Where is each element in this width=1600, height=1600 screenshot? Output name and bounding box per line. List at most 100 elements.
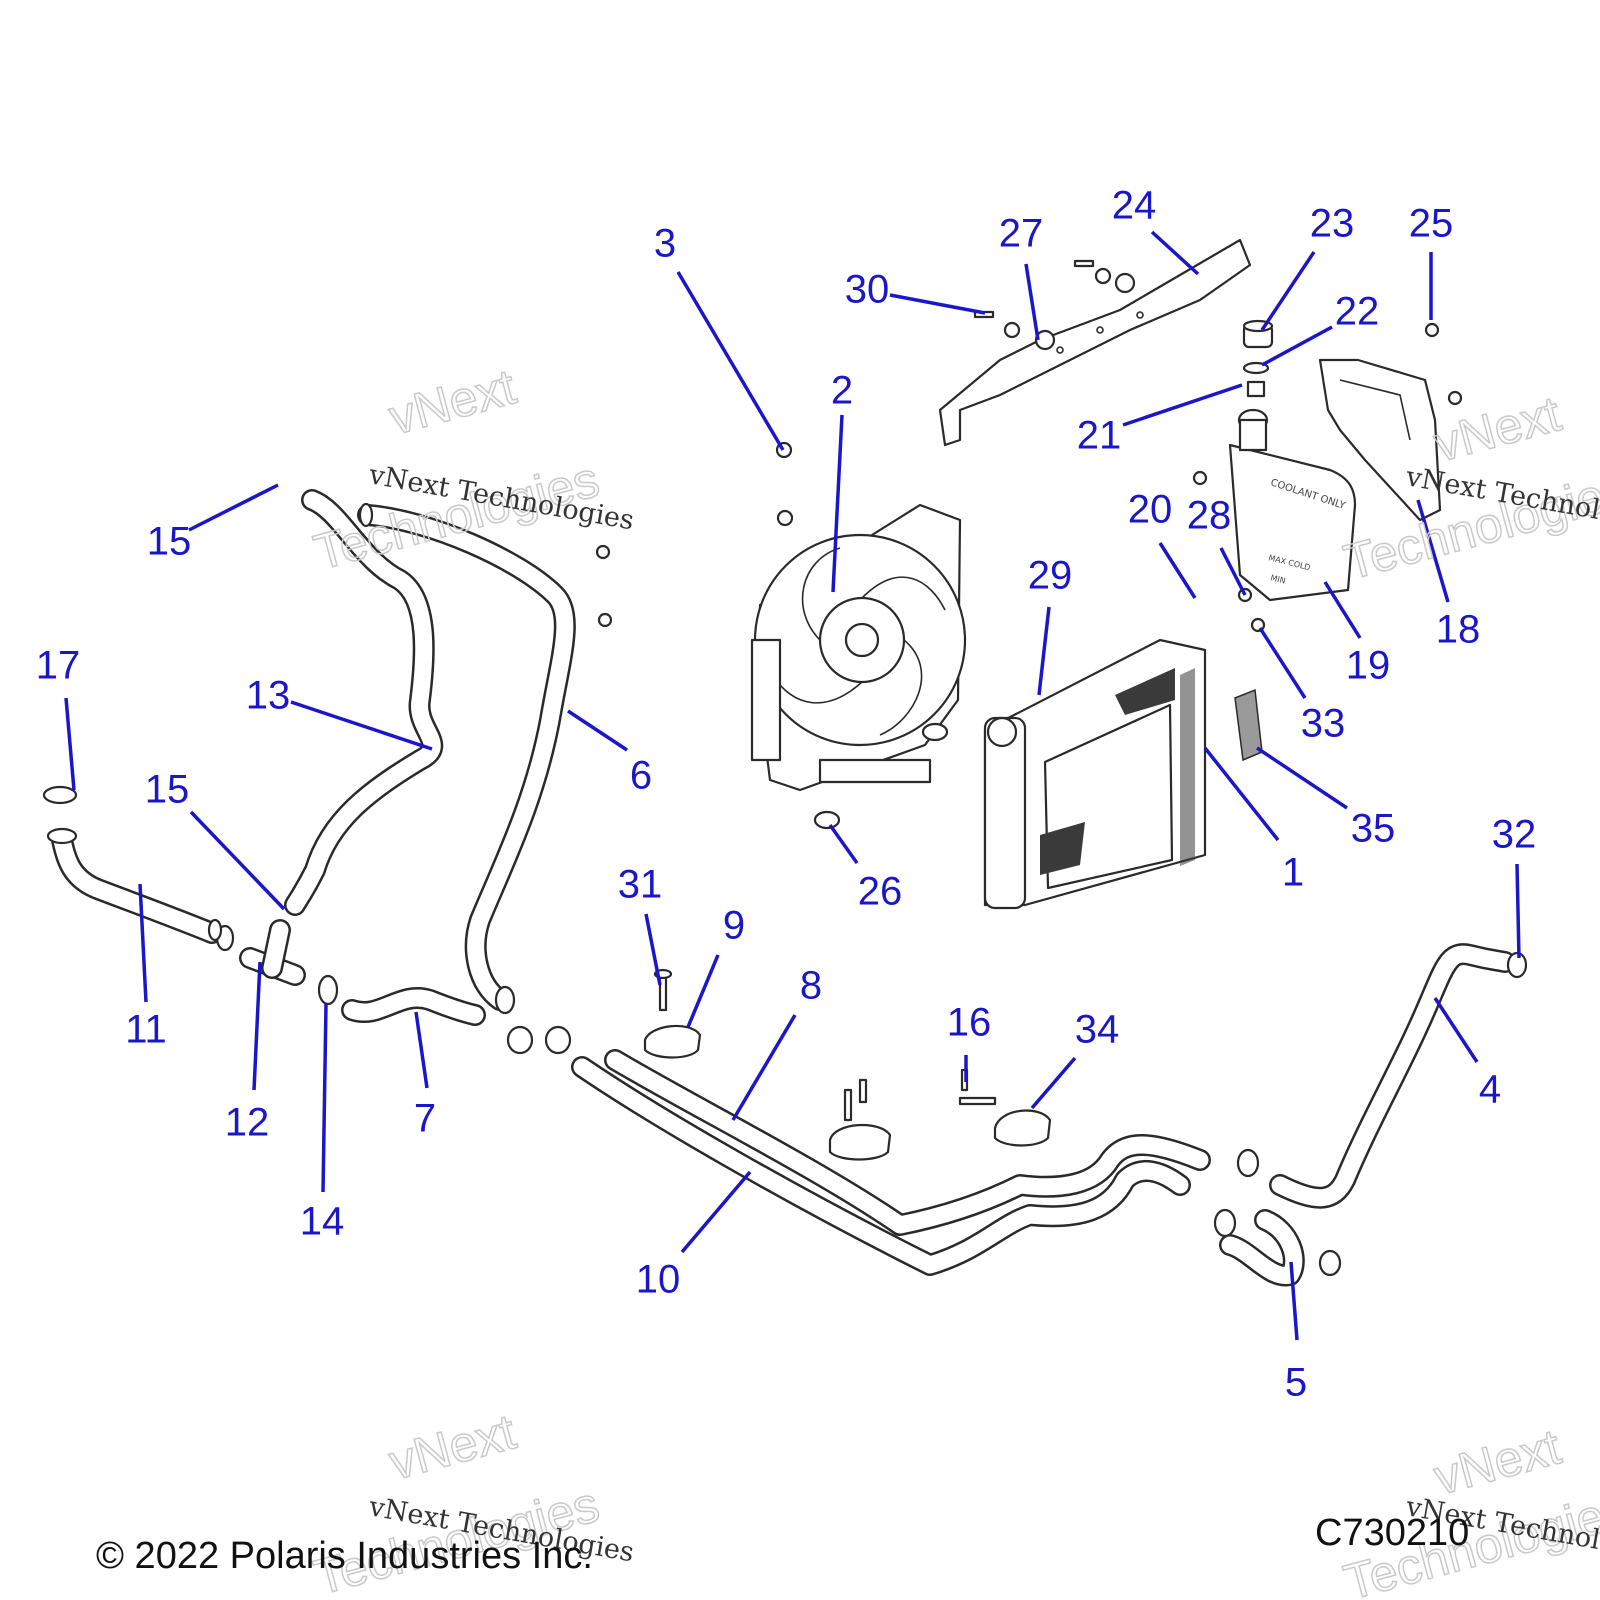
hose-11 xyxy=(46,827,223,944)
leader-line-31 xyxy=(644,913,662,986)
cap-parts xyxy=(1242,319,1274,398)
callout-label-3: 3 xyxy=(654,222,676,266)
leader-line-35 xyxy=(1256,746,1348,810)
leader-line-34 xyxy=(1030,1056,1077,1110)
clip-9 xyxy=(643,968,702,1059)
callout-label-4: 4 xyxy=(1479,1068,1501,1112)
leader-line-22 xyxy=(1261,325,1333,367)
watermark-bottom-right: vNext Technologies vNext Technologies xyxy=(1338,1418,1600,1600)
leader-line-11 xyxy=(138,883,148,1003)
callout-label-35: 35 xyxy=(1351,807,1396,851)
callout-label-11: 11 xyxy=(125,1008,167,1052)
reservoir-19: COOLANT ONLY MAX COLD MIN xyxy=(1228,408,1357,602)
leader-line-10 xyxy=(680,1170,752,1254)
leader-line-32 xyxy=(1515,863,1521,959)
leader-line-21 xyxy=(1122,383,1243,427)
callout-label-30: 30 xyxy=(845,268,890,312)
bracket-18 xyxy=(1318,358,1442,522)
callout-label-18: 18 xyxy=(1436,608,1481,652)
callout-label-15: 15 xyxy=(145,768,190,812)
leader-line-18 xyxy=(1416,499,1450,603)
part-artwork: COOLANT ONLY MAX COLD MIN xyxy=(42,238,1528,1287)
leader-line-20 xyxy=(1158,542,1197,599)
callout-label-15: 15 xyxy=(147,520,192,564)
leader-line-17 xyxy=(64,697,76,791)
hose-5 xyxy=(1213,1208,1342,1287)
leader-line-15 xyxy=(188,483,279,532)
callout-label-12: 12 xyxy=(225,1101,270,1145)
clamp-6-end xyxy=(494,985,516,1015)
fan-assembly-2 xyxy=(750,503,967,792)
leader-line-1 xyxy=(1203,746,1280,842)
hose-7 xyxy=(341,987,486,1026)
figure-code: C730210 xyxy=(1315,1512,1469,1554)
leader-line-12 xyxy=(252,961,262,1091)
hose-6 xyxy=(357,502,576,1011)
callout-labels: 1234567891011121314151516171819202122232… xyxy=(36,184,1537,1405)
leader-line-9 xyxy=(686,954,720,1028)
callout-label-1: 1 xyxy=(1282,851,1304,895)
callout-label-14: 14 xyxy=(300,1200,345,1244)
watermark-word-1: vNext xyxy=(383,358,521,445)
leader-line-28 xyxy=(1219,547,1247,596)
copyright-text: © 2022 Polaris Industries Inc. xyxy=(96,1535,593,1577)
watermark-word-1: vNext xyxy=(383,1403,521,1490)
callout-label-6: 6 xyxy=(630,754,652,798)
tee-12 xyxy=(239,919,306,986)
callout-label-33: 33 xyxy=(1301,702,1346,746)
tube-20 xyxy=(980,595,1241,717)
leader-line-15 xyxy=(189,810,286,911)
callout-label-9: 9 xyxy=(723,904,745,948)
pipe-8 xyxy=(604,1049,1211,1236)
leader-line-6 xyxy=(567,709,628,752)
watermark-word-1: vNext xyxy=(1428,1418,1566,1505)
leader-line-5 xyxy=(1289,1261,1299,1341)
pipe-10 xyxy=(571,1056,1191,1276)
radiator-1 xyxy=(983,638,1207,910)
clip-34 xyxy=(958,1068,1052,1147)
clip-middle xyxy=(828,1078,892,1161)
leader-line-2 xyxy=(831,414,844,593)
hose-4 xyxy=(1236,943,1528,1209)
bracket-24 xyxy=(938,238,1252,447)
leader-line-14 xyxy=(321,1003,328,1193)
fasteners-small xyxy=(1192,322,1463,633)
callout-label-21: 21 xyxy=(1077,414,1122,458)
callout-label-13: 13 xyxy=(246,674,291,718)
callout-label-5: 5 xyxy=(1285,1361,1307,1405)
callout-label-10: 10 xyxy=(636,1258,681,1302)
callout-label-26: 26 xyxy=(858,870,903,914)
grommet-26 xyxy=(813,810,841,830)
callout-label-20: 20 xyxy=(1128,488,1173,532)
clamp-17 xyxy=(42,785,78,805)
callout-label-19: 19 xyxy=(1346,644,1391,688)
hose-13 xyxy=(284,489,444,916)
callout-label-31: 31 xyxy=(618,863,663,907)
leader-line-19 xyxy=(1323,581,1362,639)
callout-label-22: 22 xyxy=(1335,290,1380,334)
clamp-12-end xyxy=(207,918,223,942)
leader-line-26 xyxy=(828,823,859,865)
callout-label-29: 29 xyxy=(1028,554,1073,598)
clamp-8-end xyxy=(544,1025,572,1055)
clamp-14 xyxy=(317,974,339,1006)
leader-line-8 xyxy=(731,1014,797,1121)
callout-label-23: 23 xyxy=(1310,202,1355,246)
callout-label-16: 16 xyxy=(947,1001,992,1045)
callout-label-7: 7 xyxy=(414,1097,436,1141)
leader-lines xyxy=(64,230,1521,1341)
leader-line-29 xyxy=(1037,606,1051,696)
grommet-26b xyxy=(921,722,949,742)
callout-label-24: 24 xyxy=(1112,184,1157,228)
leader-line-30 xyxy=(889,293,986,315)
callout-label-8: 8 xyxy=(800,964,822,1008)
callout-label-17: 17 xyxy=(36,644,81,688)
leader-line-7 xyxy=(414,1011,429,1089)
svg-text:MIN: MIN xyxy=(1270,573,1287,585)
leader-line-23 xyxy=(1260,251,1316,331)
leader-line-13 xyxy=(290,700,433,751)
leader-line-33 xyxy=(1258,627,1307,699)
leader-line-27 xyxy=(1024,263,1040,341)
callout-label-32: 32 xyxy=(1492,813,1537,857)
